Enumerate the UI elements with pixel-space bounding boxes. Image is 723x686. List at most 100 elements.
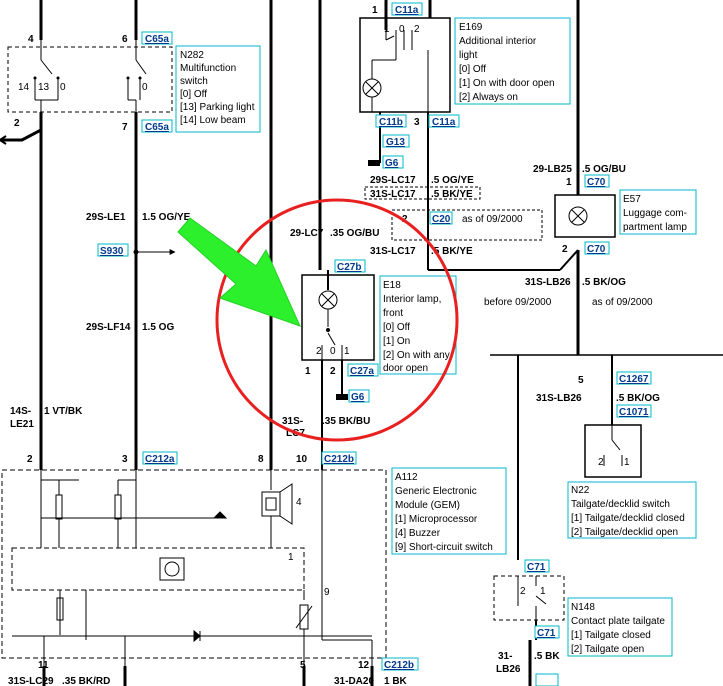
g6-mid-connector[interactable]: G6 [351,392,365,403]
a112-state-9: [9] Short-circuit switch [395,542,493,553]
e169-state-1: [1] On with door open [459,78,555,89]
e57-title2: partment lamp [623,222,687,233]
c65a-bot-connector[interactable]: C65a [145,122,169,133]
e18-pin-2-label: 2 [330,366,336,377]
e18-state-0: [0] Off [383,322,410,333]
w-29-lb25-size: .5 OG/BU [582,164,626,175]
e57-id: E57 [623,194,641,205]
e169-title: Additional interior [459,36,537,47]
n22-pin-5-label: 5 [578,375,584,386]
c11a-bot-connector[interactable]: C11a [432,117,456,128]
n282-pin-0: 0 [60,82,66,93]
n282-pin-7-label: 7 [122,122,128,133]
w-31-da20: 31-DA20 [334,676,374,686]
w-29-lc7: 29-LC7 [290,228,324,239]
n282-pin-13: 13 [38,82,50,93]
c71-top-connector[interactable]: C71 [527,562,546,573]
c212a-connector[interactable]: C212a [145,454,175,465]
w-31s-lb26-size: .5 BK/OG [582,277,626,288]
c11b-connector[interactable]: C11b [379,117,403,128]
a112-pin-12-label: 12 [358,660,370,671]
e57-title: Luggage com- [623,208,687,219]
n282-pin-14: 14 [18,82,30,93]
e57-box [554,194,616,238]
c65a-top-box[interactable] [141,31,173,45]
e169-pin-1-label: 1 [372,5,378,16]
n148-in-1: 1 [540,586,546,597]
n282-title2: switch [180,76,208,87]
e169-state-0: [0] Off [459,64,486,75]
e57-pin-1-label: 1 [566,177,572,188]
w-31-lb26b: LB26 [496,664,521,675]
n22-id: N22 [571,485,590,496]
a112-pin-2-label: 2 [27,454,33,465]
g13-connector[interactable]: G13 [386,137,405,148]
n148-in-2: 2 [520,586,526,597]
n282-pin-6-label: 6 [122,34,128,45]
n148-id: N148 [571,602,595,613]
w-14s-le21-size: 1 VT/BK [44,406,83,417]
e18-box [301,274,375,361]
w-31s-lc17-a: 31S-LC17 [370,189,416,200]
a112-pin-5-label: 5 [300,660,306,671]
w-31-lb26: 31- [498,651,512,662]
n148-box [493,575,565,621]
n282-pin-4-label: 4 [28,34,34,45]
e18-state-2b: door open [383,363,428,374]
w-29s-lf14-size: 1.5 OG [142,322,174,333]
c1071-connector[interactable]: C1071 [619,407,649,418]
c1267-connector[interactable]: C1267 [619,374,649,385]
w-31s-lb26-b: 31S-LB26 [536,393,582,404]
w-14s-le21b: LE21 [10,419,34,430]
n282-state-0: [0] Off [180,89,207,100]
w-31s-lb26: 31S-LB26 [525,277,571,288]
e169-in-1: 1 [384,24,390,35]
e18-id: E18 [383,280,401,291]
e18-title: Interior lamp, [383,294,441,305]
w-31s-lc29-size: .35 BK/RD [62,676,110,686]
e169-id: E169 [459,22,483,33]
w-31s-lb26-b-size: .5 BK/OG [616,393,660,404]
n22-in-2: 2 [598,457,604,468]
thick-wires [39,0,580,686]
e18-state-1: [1] On [383,336,410,347]
n282-box [7,46,173,113]
e18-state-2: [2] On with any [383,350,450,361]
c212b-top-connector[interactable]: C212b [324,454,354,465]
s930-connector[interactable]: S930 [100,246,124,257]
c65a-top-connector[interactable]: C65a [145,34,169,45]
a112-inner-4: 4 [296,497,302,508]
c70-top-connector[interactable]: C70 [587,177,606,188]
e169-title2: light [459,50,478,61]
w-31s-lc7: 31S- [282,416,303,427]
c71-bot-connector[interactable]: C71 [537,628,556,639]
w-31s-lc17-b: 31S-LC17 [370,246,416,257]
n22-in-1: 1 [624,457,630,468]
c11a-top-connector[interactable]: C11a [395,5,419,16]
n282-title: Multifunction [180,63,236,74]
a112-pin-11-label: 11 [38,660,49,671]
a112-state-1: [1] Microprocessor [395,514,478,525]
c70-bot-connector[interactable]: C70 [587,244,606,255]
e169-in-2: 2 [414,24,420,35]
e18-in-1: 1 [344,346,350,357]
c27a-connector[interactable]: C27a [350,366,374,377]
n22-box [584,424,642,478]
w-31s-lc17-a-size: .5 BK/YE [431,189,473,200]
n22-state-1: [1] Tailgate/decklid closed [571,513,685,524]
c212b-bot-connector[interactable]: C212b [384,660,414,671]
a112-box [1,469,387,659]
n22-title: Tailgate/decklid switch [571,499,670,510]
c65a-bot-box[interactable] [141,119,173,133]
e57-pin-2-label: 2 [562,244,568,255]
w-29s-lc17-a: 29S-LC17 [370,175,416,186]
w-29-lc7-size: .35 OG/BU [330,228,379,239]
w-31-lb26-size: .5 BK [534,651,560,662]
g6-top-connector[interactable]: G6 [385,158,399,169]
a112-state-4: [4] Buzzer [395,528,441,539]
c27b-connector[interactable]: C27b [337,262,361,273]
w-31s-lc7-size: .35 BK/BU [322,416,370,427]
n282-pin-2-label: 2 [14,118,20,129]
c20-connector[interactable]: C20 [432,214,451,225]
e169-in-0: 0 [399,24,405,35]
